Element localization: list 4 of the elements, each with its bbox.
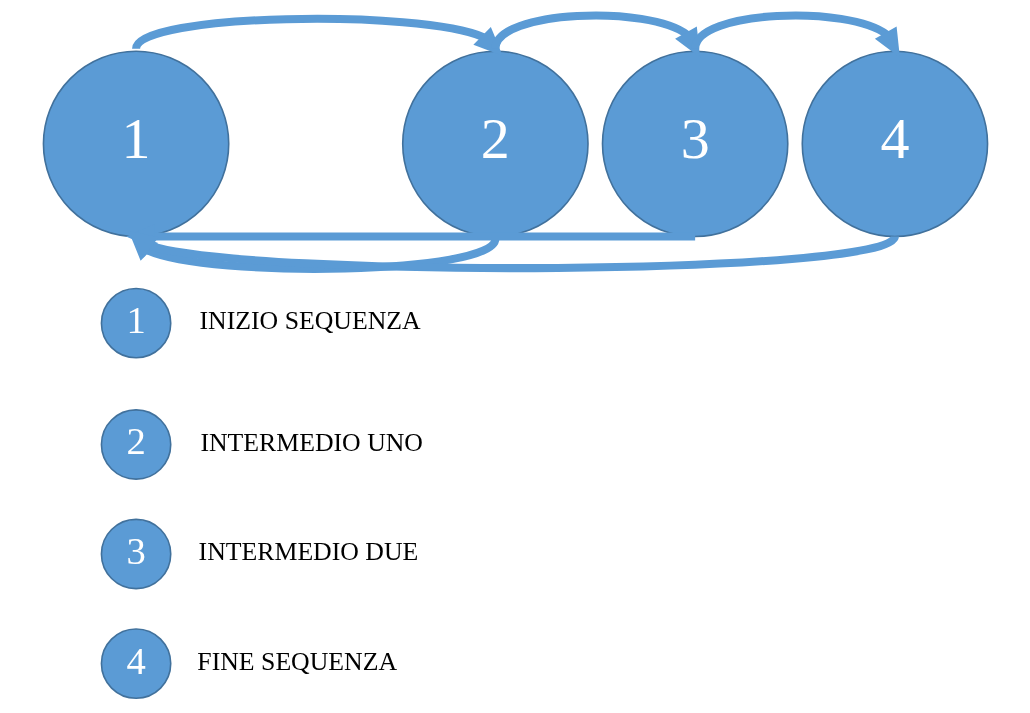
node-label: FINE SEQUENZA <box>196 646 397 676</box>
node-label: INIZIO SEQUENZA <box>199 306 421 336</box>
node-label: INTERMEDIO UNO <box>199 427 423 457</box>
node-label: INTERMEDIO DUE <box>198 537 418 567</box>
